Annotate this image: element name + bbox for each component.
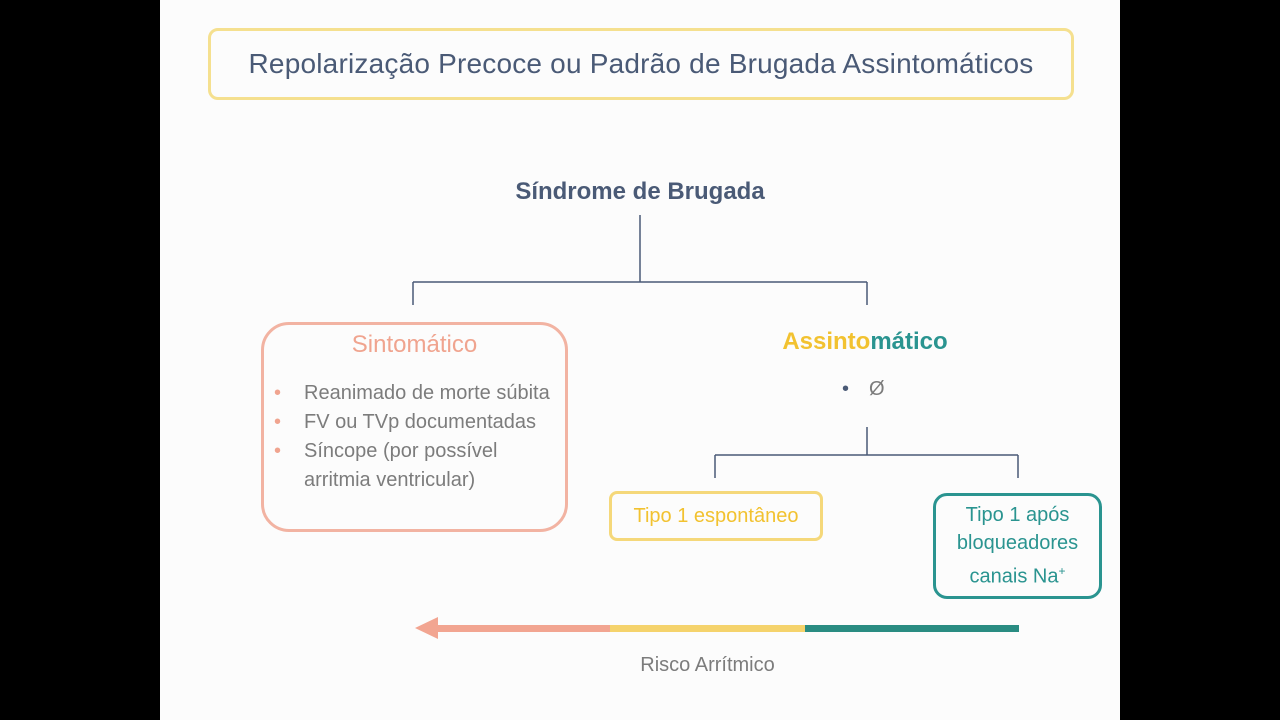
slide-title: Repolarização Precoce ou Padrão de Bruga… [208,28,1074,100]
type1-after-blockers-box: Tipo 1 após bloqueadores canais Na+ [933,493,1102,599]
bullet-icon: • [274,382,282,404]
risk-bar-yellow [610,625,806,632]
connector-lines [412,215,1019,639]
symptomatic-title: Sintomático [351,331,478,358]
asymptomatic-item: •Ø [842,378,885,400]
slide-title-text: Repolarização Precoce ou Padrão de Bruga… [248,48,1034,79]
risk-arrow-head [415,617,438,639]
asymptomatic-title: Assintomático [782,328,948,355]
risk-label: Risco Arrítmico [640,654,775,676]
symptomatic-list: •Reanimado de morte súbita •FV ou TVp do… [274,379,564,495]
slide: Repolarização Precoce ou Padrão de Bruga… [160,0,1120,720]
symptomatic-box: Sintomático •Reanimado de morte súbita •… [261,322,568,532]
risk-bar-salmon [436,625,611,632]
list-item: •Reanimado de morte súbita [274,379,564,408]
list-item: •Síncope (por possível arritmia ventricu… [274,437,564,495]
bullet-icon: • [842,378,850,400]
bullet-icon: • [274,440,282,462]
risk-bar-teal [805,625,1019,632]
list-item: •FV ou TVp documentadas [274,408,564,437]
bullet-icon: • [274,411,282,433]
diagram-heading: Síndrome de Brugada [515,178,765,205]
spontaneous-type1-box: Tipo 1 espontâneo [609,491,823,541]
